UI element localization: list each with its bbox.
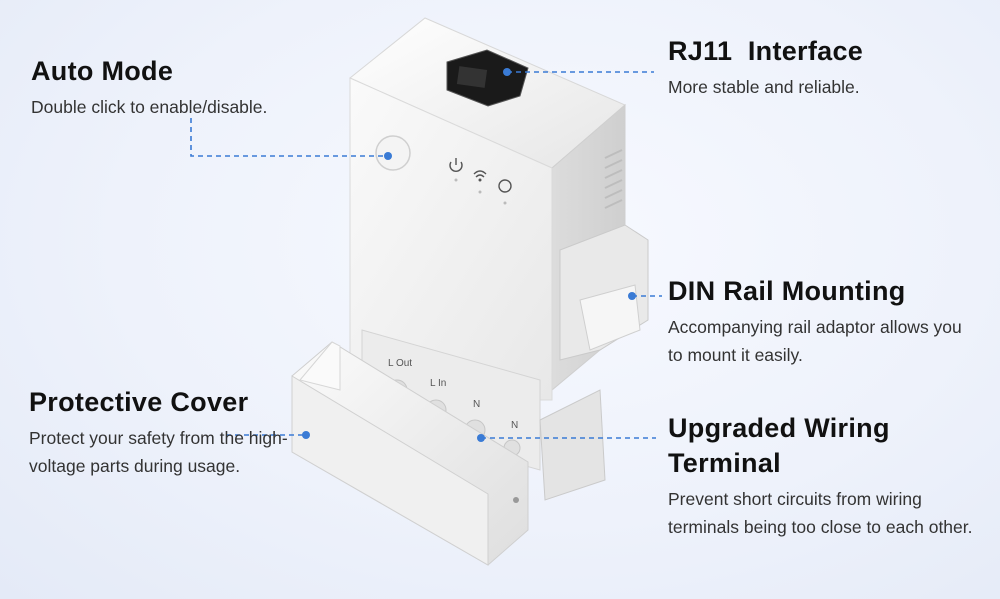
terminal-label-l-out: L Out: [388, 358, 412, 369]
feature-title: DIN Rail Mounting: [668, 276, 906, 306]
feature-description: Prevent short circuits from wiring termi…: [668, 489, 973, 538]
wifi-icon: [473, 170, 487, 182]
auto-mode-button: [375, 135, 411, 171]
callout-lines: [190, 71, 662, 439]
terminal-label-n1: N: [473, 399, 480, 410]
feature-description: More stable and reliable.: [668, 77, 860, 98]
feature-upgraded-wiring-terminal: Upgraded Wiring Terminal Prevent short c…: [668, 411, 988, 541]
feature-protective-cover: Protective Cover Protect your safety fro…: [29, 385, 289, 480]
feature-title: RJ11 Interface: [668, 36, 864, 66]
feature-description: Double click to enable/disable.: [31, 97, 268, 118]
feature-din-rail-mounting: DIN Rail Mounting Accompanying rail adap…: [668, 274, 978, 369]
protective-cover: [291, 341, 529, 566]
feature-description: Accompanying rail adaptor allows you to …: [668, 317, 962, 366]
callout-auto-mode: [190, 118, 388, 157]
callout-dots: [302, 68, 636, 442]
feature-title: Protective Cover: [29, 387, 249, 417]
side-vents: [604, 149, 623, 209]
feature-description: Protect your safety from the high-voltag…: [29, 428, 288, 477]
status-indicators: [449, 158, 512, 205]
feature-rj11-interface: RJ11 Interface More stable and reliable.: [668, 34, 988, 101]
feature-auto-mode: Auto Mode Double click to enable/disable…: [31, 54, 351, 121]
feature-title: Upgraded Wiring Terminal: [668, 413, 890, 479]
power-icon: [449, 158, 463, 172]
feature-title: Auto Mode: [31, 56, 174, 86]
din-rail-adaptor: [539, 224, 649, 501]
terminal-label-l-in: L In: [430, 378, 446, 389]
auto-icon: [498, 179, 512, 193]
rj11-port: [446, 49, 529, 107]
terminal-label-n2: N: [511, 420, 518, 431]
